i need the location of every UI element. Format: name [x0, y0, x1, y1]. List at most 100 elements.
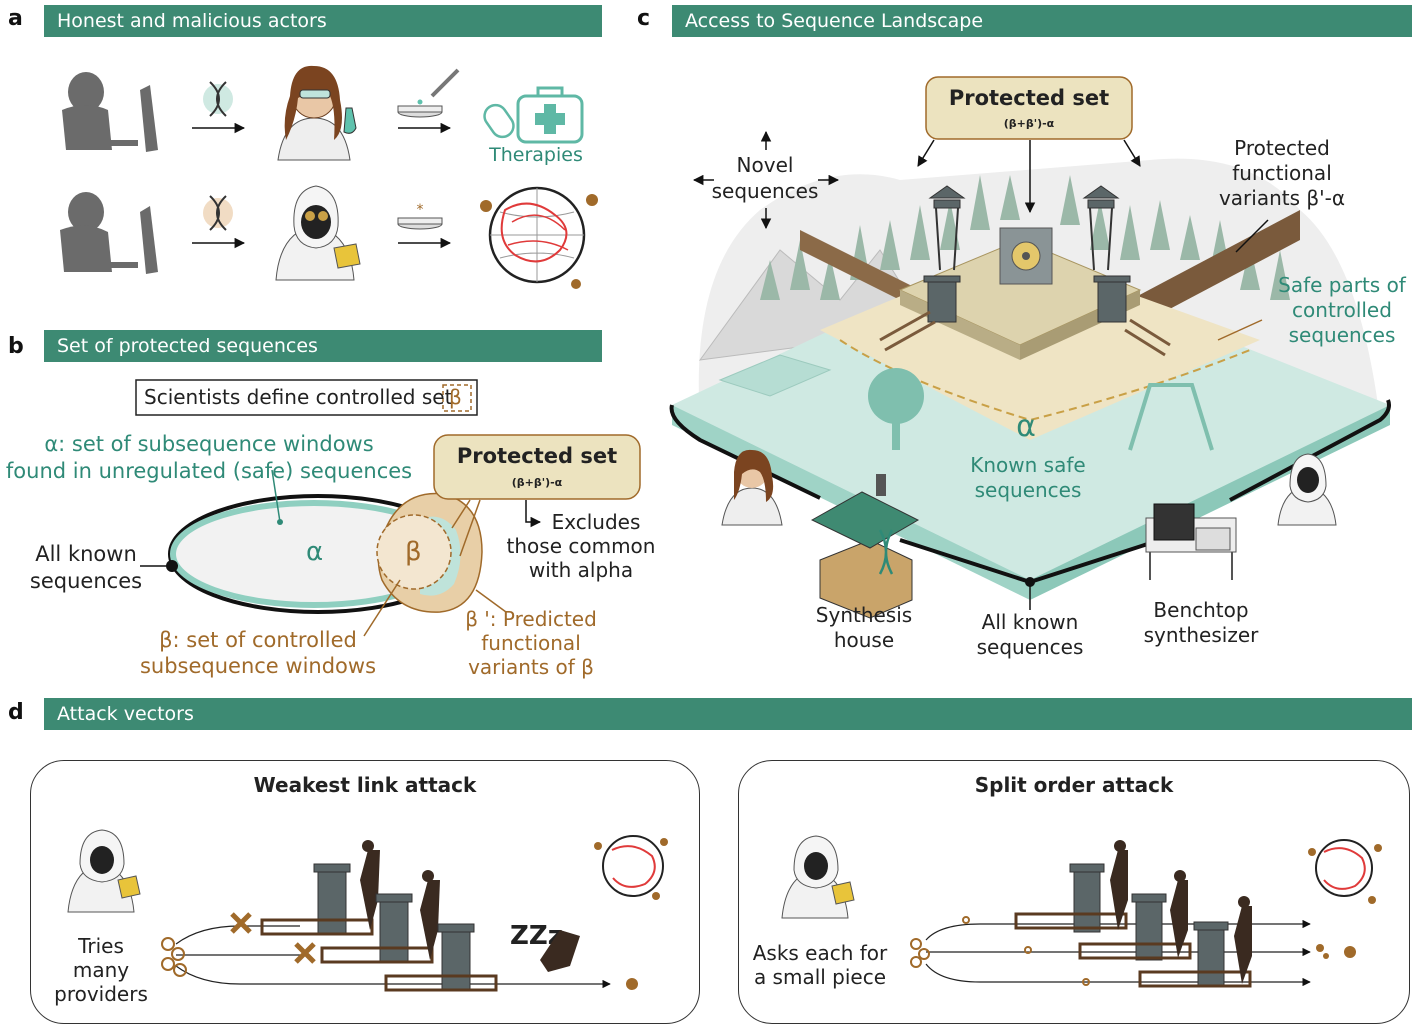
alpha-desc-line1: α: set of subsequence windows — [44, 432, 374, 456]
watchtower-icon — [1138, 896, 1252, 988]
therapies-label: Therapies — [489, 144, 583, 166]
protected-set-title-b: Protected set — [456, 444, 618, 468]
scientist-icon — [277, 65, 357, 161]
watchtower-icon — [1014, 840, 1128, 933]
weakest-link-card — [30, 760, 700, 1024]
panel-d-banner: Attack vectors — [44, 698, 1412, 730]
tree-icon — [868, 368, 924, 450]
watchtower-icon — [928, 185, 966, 271]
safe-parts-label: Safe parts of controlled sequences — [1268, 273, 1416, 348]
protected-variants-line1: Protected — [1234, 136, 1330, 160]
globe-virus-icon — [480, 186, 598, 289]
globe-virus-icon — [594, 835, 668, 900]
excludes-line3: with alpha — [528, 558, 634, 582]
safe-parts-line3: sequences — [1288, 323, 1396, 347]
panel-b-title: Set of protected sequences — [57, 335, 318, 357]
protected-set-formula-b: (β+β')-α — [511, 476, 563, 489]
benchtop-line1: Benchtop — [1153, 598, 1249, 622]
panel-d-title: Attack vectors — [57, 703, 194, 725]
beta-symbol-b: β — [405, 537, 422, 567]
synthesis-house-label: Synthesis house — [804, 603, 924, 653]
panel-c-banner: Access to Sequence Landscape — [672, 5, 1412, 37]
known-safe-line2: sequences — [974, 478, 1082, 502]
benchtop-line2: synthesizer — [1143, 623, 1259, 647]
split-order-title: Split order attack — [974, 773, 1174, 797]
virus-result-icon — [1316, 944, 1356, 959]
hazmat-actor-icon — [67, 829, 141, 913]
protected-set-formula-c: (β+β')-α — [1003, 117, 1055, 130]
excludes-line1: Excludes — [551, 510, 641, 534]
protected-variants-line2: functional — [1232, 161, 1332, 185]
swing-icon — [1128, 383, 1214, 451]
novel-sequences-label: Novel sequences — [706, 152, 824, 204]
watchtower-icon — [923, 275, 961, 323]
beta-circle — [376, 514, 452, 590]
svg-text:*: * — [417, 202, 424, 218]
novel-line2: sequences — [711, 179, 819, 203]
panel-b-banner: Set of protected sequences — [44, 330, 602, 362]
dna-pieces-icon — [910, 916, 1090, 986]
all-known-label-c: All known sequences — [964, 610, 1096, 660]
watchtower-icon — [384, 923, 498, 992]
define-symbol-box — [442, 384, 472, 412]
excludes-label: Excludes those common with alpha — [506, 510, 656, 582]
synthesizer-icon — [1145, 503, 1237, 580]
all-known-c-line2: sequences — [976, 635, 1084, 659]
watchtower-icon — [320, 870, 440, 964]
protected-set-title-c: Protected set — [948, 86, 1110, 110]
protected-variants-label: Protected functional variants β'-α — [1210, 136, 1354, 211]
first-aid-kit-icon — [483, 86, 584, 144]
silhouette-user-icon — [60, 192, 158, 274]
dna-icon — [203, 81, 233, 117]
panel-a-letter: a — [8, 6, 23, 31]
beta-prime-line2: functional — [481, 631, 581, 655]
weakest-line3: providers — [54, 982, 148, 1006]
define-box — [135, 379, 478, 416]
all-known-line2: sequences — [29, 569, 143, 593]
beta-prime-line1: β ': Predicted — [465, 607, 597, 631]
split-line2: a small piece — [753, 965, 887, 989]
silhouette-user-icon — [62, 72, 158, 152]
hazmat-actor-icon — [781, 835, 855, 919]
pipette-dish-icon: * — [397, 202, 443, 230]
synthesis-line2: house — [833, 628, 895, 652]
define-box-text: Scientists define controlled set — [144, 385, 453, 409]
known-safe-label: Known safe sequences — [950, 453, 1106, 503]
panel-a-banner: Honest and malicious actors — [44, 5, 602, 37]
house-icon — [810, 474, 920, 619]
weakest-link-title: Weakest link attack — [253, 773, 477, 797]
protected-variants-line3: variants β'-α — [1218, 186, 1346, 210]
panel-d-letter: d — [8, 700, 24, 725]
split-line1: Asks each for — [752, 941, 888, 965]
dna-icon — [203, 195, 233, 231]
panel-b-letter: b — [8, 334, 24, 359]
scientist-icon — [721, 449, 783, 526]
blocked-x-icon — [230, 912, 252, 934]
vault-icon — [999, 227, 1053, 285]
alpha-symbol-b: α — [306, 537, 324, 567]
all-known-c-line1: All known — [981, 610, 1079, 634]
panel-c-title: Access to Sequence Landscape — [685, 10, 984, 32]
watchtower-icon — [1082, 185, 1120, 271]
safe-parts-line1: Safe parts of — [1278, 273, 1406, 297]
panel-a-title: Honest and malicious actors — [57, 10, 327, 32]
beta-desc-line1: β: set of controlled — [159, 628, 357, 652]
protected-set-box-c — [925, 76, 1133, 140]
split-order-card — [738, 760, 1410, 1024]
watchtower-icon — [1093, 275, 1131, 323]
safe-parts-line2: controlled — [1292, 298, 1392, 322]
excludes-line2: those common — [506, 534, 656, 558]
panel-c-letter: c — [637, 6, 651, 31]
globe-virus-icon — [1308, 839, 1382, 904]
blocked-x-icon — [294, 942, 316, 964]
beta-description: β: set of controlled subsequence windows — [132, 627, 384, 679]
watchtower-icon — [1078, 870, 1192, 961]
hazmat-actor-icon — [275, 185, 361, 281]
synthesis-line1: Synthesis — [815, 603, 913, 627]
define-symbol: β — [449, 385, 462, 409]
known-safe-line1: Known safe — [970, 453, 1086, 477]
watchtower-icon — [260, 840, 380, 936]
split-order-description: Asks each for a small piece — [750, 941, 890, 989]
all-known-line1: All known — [35, 542, 137, 566]
